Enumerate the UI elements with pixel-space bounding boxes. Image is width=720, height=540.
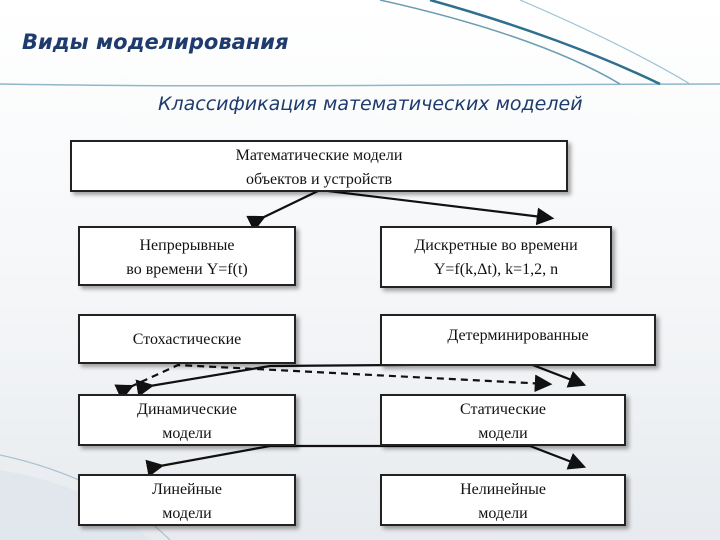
node-linear-line2: модели <box>162 505 212 522</box>
node-deterministic: Детерминированные <box>380 314 656 366</box>
node-root-line2: объектов и устройств <box>245 171 393 188</box>
node-static: Статические модели <box>380 394 626 446</box>
node-dynamic-line2: модели <box>162 425 212 442</box>
node-continuous-line1: Непрерывные <box>139 237 235 254</box>
node-dynamic: Динамические модели <box>78 394 296 446</box>
node-nonlinear-line2: модели <box>478 505 528 522</box>
arrow-stochastic-to-dynamic <box>114 363 553 401</box>
node-continuous: Непрерывные во времени Y=f(t) <box>78 226 296 286</box>
arrow-root-to-branches <box>246 188 555 232</box>
node-nonlinear-line1: Нелинейные <box>460 481 546 498</box>
node-stochastic: Стохастические <box>78 314 296 364</box>
node-root: Математические модели объектов и устройс… <box>70 140 568 192</box>
node-linear: Линейные модели <box>78 474 296 526</box>
slide-title: Виды моделирования <box>22 30 289 54</box>
node-deterministic-label: Детерминированные <box>447 327 589 344</box>
node-discrete: Дискретные во времени Y=f(k,Δt), k=1,2, … <box>380 226 612 288</box>
node-dynamic-line1: Динамические <box>137 401 237 418</box>
arrow-deterministic-to-static <box>135 362 587 397</box>
node-discrete-line1: Дискретные во времени <box>414 237 578 254</box>
node-linear-line1: Линейные <box>151 481 223 498</box>
arrow-static-to-nonlinear <box>145 444 587 478</box>
node-static-line2: модели <box>478 425 528 442</box>
node-continuous-line2: во времени Y=f(t) <box>126 261 248 278</box>
node-nonlinear: Нелинейные модели <box>380 474 626 526</box>
node-root-line1: Математические модели <box>235 147 403 164</box>
node-static-line1: Статические <box>460 401 546 418</box>
node-discrete-line2: Y=f(k,Δt), k=1,2, n <box>433 261 559 278</box>
diagram-subtitle: Классификация математических моделей <box>158 93 583 115</box>
node-stochastic-label: Стохастические <box>132 331 242 348</box>
